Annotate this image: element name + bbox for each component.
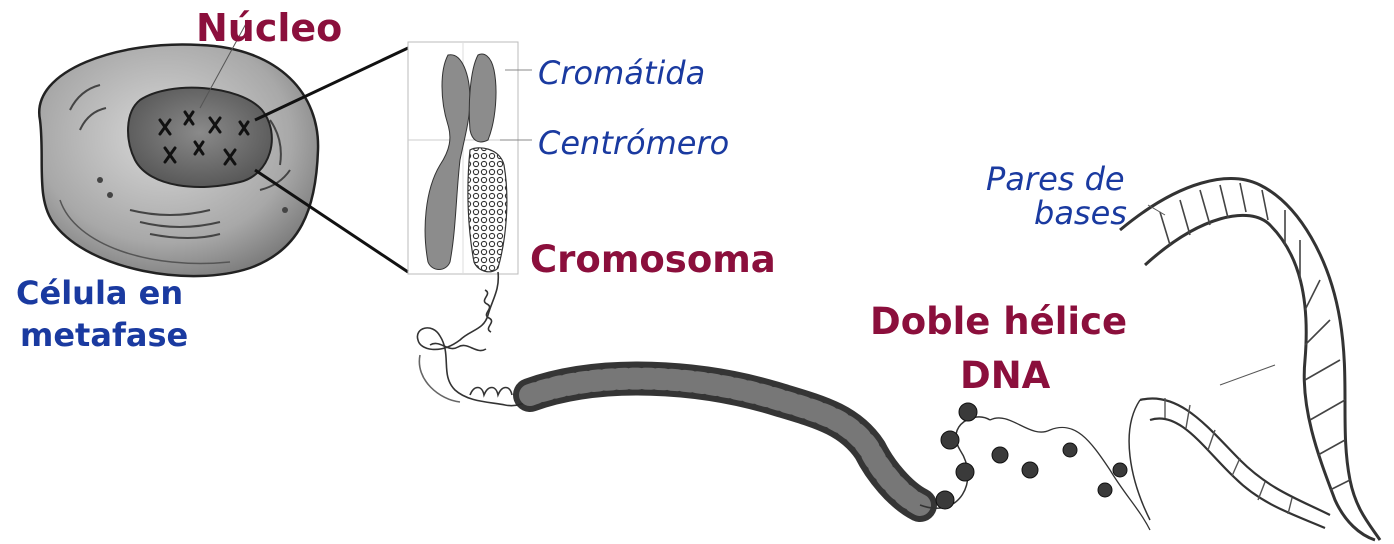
base-pairs-label-line1: Pares de — [986, 162, 1125, 197]
nucleus-illustration — [128, 88, 272, 187]
nucleosome-beads — [936, 403, 1127, 509]
double-helix-label-line1: Doble hélice — [870, 302, 1127, 343]
chromatid-label: Cromátida — [538, 56, 705, 91]
double-helix-label-line2: DNA — [960, 356, 1050, 397]
double-helix-illustration — [1120, 179, 1380, 540]
cell-label-line2: metafase — [20, 318, 188, 353]
base-pairs-label-line2: bases — [1034, 196, 1127, 231]
nucleus-label: Núcleo — [196, 8, 342, 50]
chromosome-illustration — [408, 42, 532, 274]
solenoid-fiber — [530, 379, 990, 509]
centromere-label: Centrómero — [538, 126, 729, 161]
cell-label-line1: Célula en — [16, 276, 183, 311]
chromosome-label: Cromosoma — [530, 240, 776, 281]
